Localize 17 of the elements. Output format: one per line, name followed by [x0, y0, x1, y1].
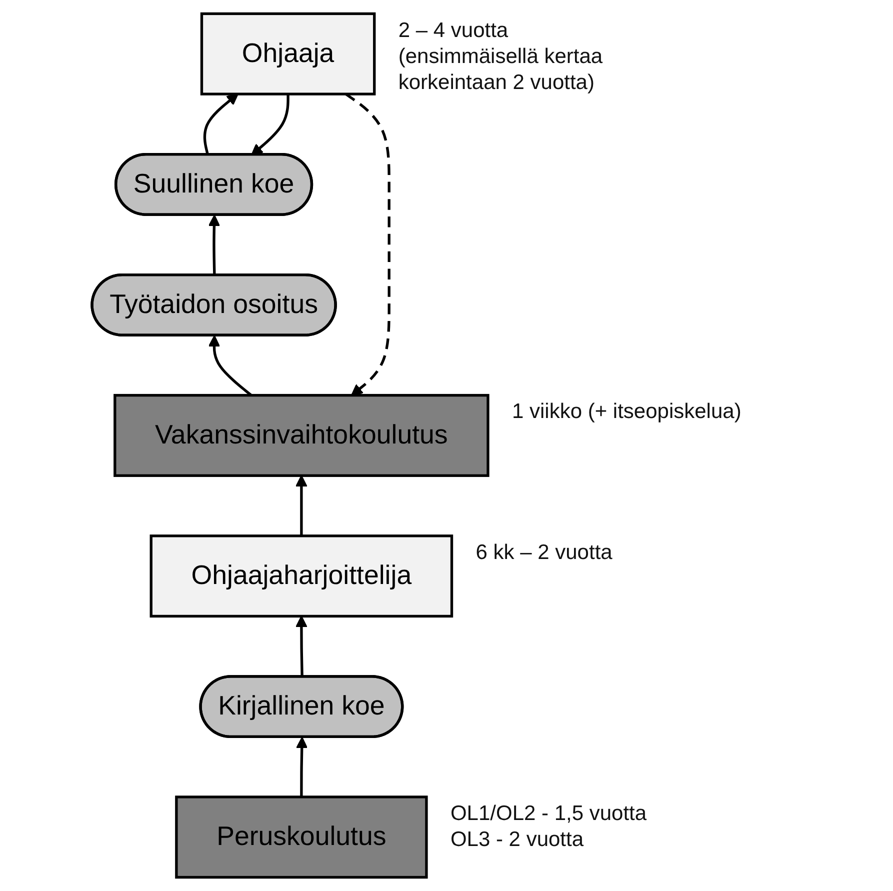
- node-box: [175, 796, 428, 879]
- arrow: [203, 94, 238, 156]
- duration-note: OL3 - 2 vuotta: [450, 827, 585, 854]
- duration-note: OL1/OL2 - 1,5 vuotta: [450, 800, 647, 827]
- arrow: [296, 475, 308, 536]
- duration-note: (ensimmäisellä kertaa korkeintaan 2 vuotta): [398, 44, 604, 96]
- node-box: [114, 394, 490, 477]
- arrow: [296, 616, 308, 678]
- arrow: [296, 736, 308, 797]
- duration-note: 1 viikko (+ itseopiskelua): [512, 399, 742, 426]
- node-box: [150, 534, 454, 618]
- arrow: [208, 214, 220, 276]
- arrow: [208, 335, 252, 396]
- arrow: [251, 94, 290, 156]
- node-box: [200, 12, 376, 96]
- duration-note: 2 – 4 vuotta: [398, 18, 510, 44]
- duration-note: 6 kk – 2 vuotta: [476, 540, 612, 566]
